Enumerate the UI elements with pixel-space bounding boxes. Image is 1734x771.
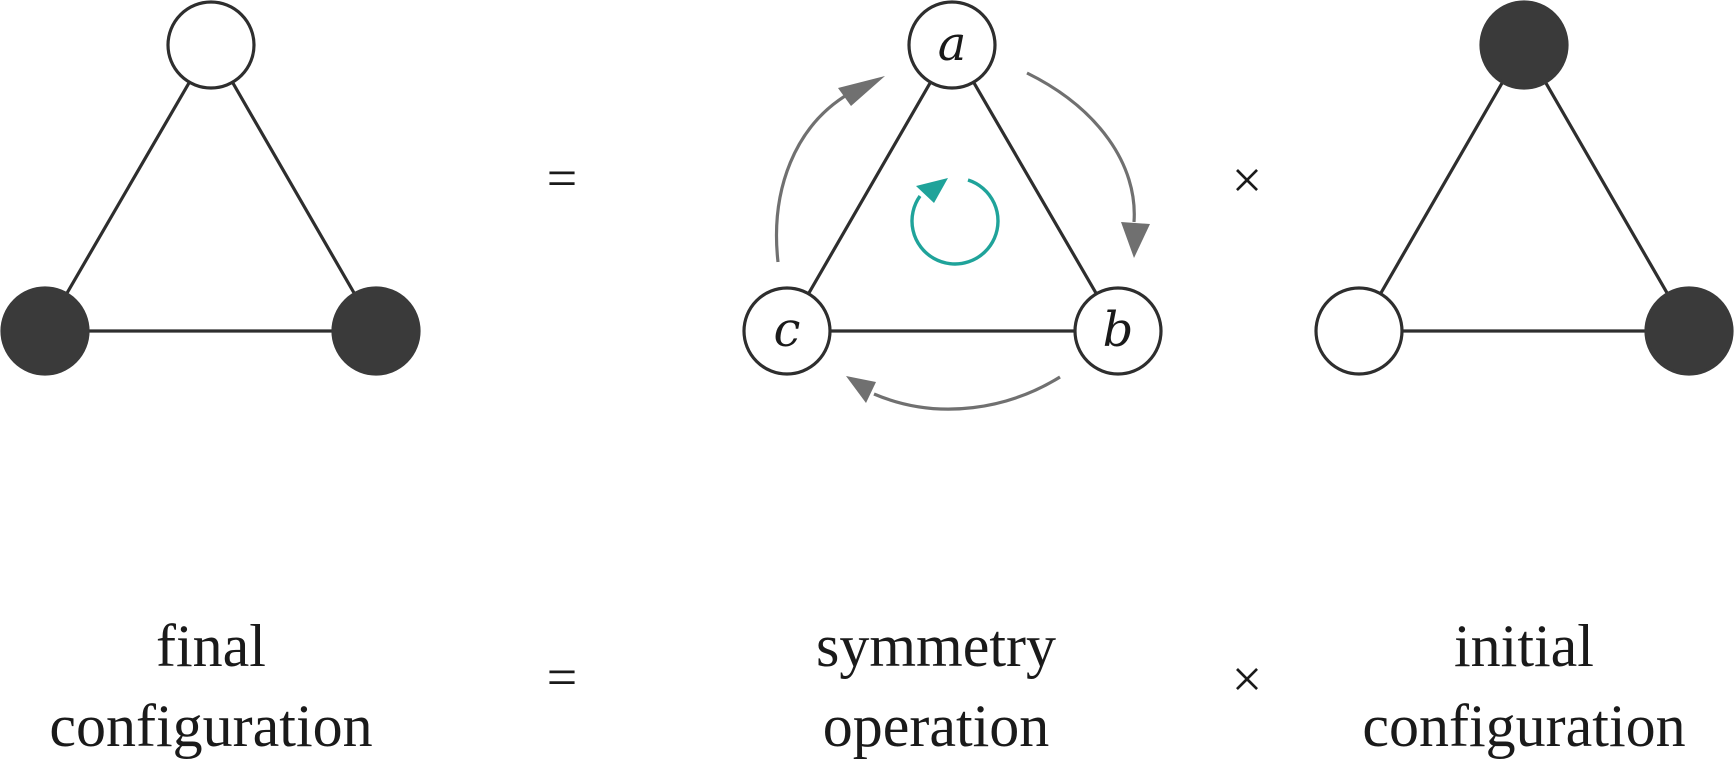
initial-caption-line2: configuration [1362,693,1685,759]
vertex-c [742,286,832,376]
times-sign-diagram: × [1232,150,1262,210]
vertex-a [907,0,997,90]
vertex-c-label: c [774,302,801,358]
rotation-indicator-icon [910,178,1000,266]
rotation-arrow-c-to-a [774,76,885,263]
symmetry-caption-line2: operation [823,693,1050,759]
initial-edge-top-left [1357,44,1526,332]
initial-configuration-triangle [1314,0,1734,376]
final-node-left [0,286,90,376]
final-node-top [166,0,256,90]
rotation-arrow-a-to-b [1026,71,1150,258]
initial-edge-top-right [1522,44,1691,332]
vertex-b [1073,286,1163,376]
initial-node-left [1314,286,1404,376]
vertex-a-label: a [938,16,967,72]
initial-caption-line1: initial [1454,613,1594,679]
final-edge-top-left [43,44,213,332]
symmetry-operation-triangle: a b c [742,0,1163,411]
equals-sign-caption: = [547,647,577,707]
equals-sign-diagram: = [547,148,577,208]
final-caption-line1: final [156,613,266,679]
initial-node-top [1479,0,1569,90]
initial-node-right [1644,286,1734,376]
rotation-arrow-b-to-c [846,375,1061,411]
symmetry-edge-a-b [950,44,1120,332]
final-edge-top-right [209,44,378,332]
symmetry-caption-line1: symmetry [816,613,1056,679]
final-configuration-triangle [0,0,421,376]
vertex-b-label: b [1103,302,1134,358]
symmetry-edge-a-c [785,44,954,332]
final-caption-line2: configuration [49,693,372,759]
final-node-right [331,286,421,376]
times-sign-caption: × [1232,649,1262,709]
